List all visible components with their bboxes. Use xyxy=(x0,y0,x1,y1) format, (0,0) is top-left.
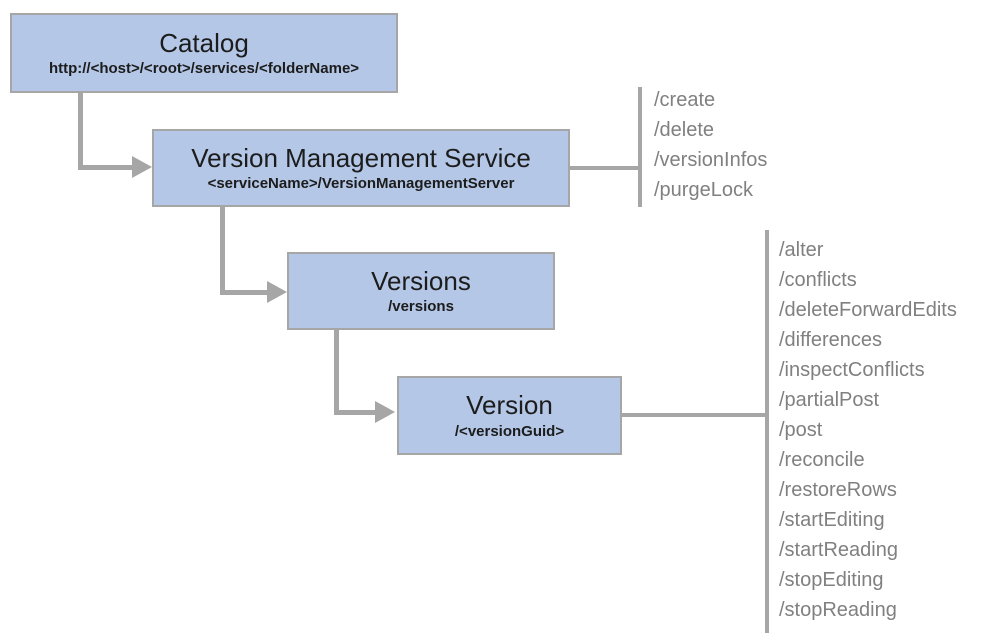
operation-label: /startEditing xyxy=(779,509,885,531)
operation-label: /inspectConflicts xyxy=(779,359,925,381)
operation-label: /partialPost xyxy=(779,389,880,411)
node-title: Versions xyxy=(371,265,471,296)
connector-catalog-to-vms-vertical xyxy=(78,92,83,170)
operation-label: /alter xyxy=(779,239,824,261)
node-version: Version /<versionGuid> xyxy=(397,376,622,455)
connector-vms-to-versions-vertical xyxy=(220,207,225,295)
operation-label: /versionInfos xyxy=(654,149,768,171)
vms-operations-rail xyxy=(638,87,642,207)
arrowhead-icon xyxy=(267,281,287,303)
node-version-management-service: Version Management Service <serviceName>… xyxy=(152,129,570,207)
operation-label: /deleteForwardEdits xyxy=(779,299,957,321)
node-title: Version Management Service xyxy=(191,142,531,173)
node-url-pattern: /<versionGuid> xyxy=(454,422,565,440)
arrowhead-icon xyxy=(132,156,152,178)
node-title: Catalog xyxy=(159,27,249,58)
connector-versions-to-version-vertical xyxy=(334,330,339,415)
connector-vms-to-versions-horizontal xyxy=(220,290,268,295)
version-operations-rail xyxy=(765,230,769,633)
operation-label: /post xyxy=(779,419,823,441)
connector-vms-to-operations xyxy=(570,166,640,170)
operation-label: /differences xyxy=(779,329,883,351)
operation-label: /stopEditing xyxy=(779,569,884,591)
node-url-pattern: <serviceName>/VersionManagementServer xyxy=(207,175,515,193)
node-catalog: Catalog http://<host>/<root>/services/<f… xyxy=(10,13,398,93)
connector-version-to-operations xyxy=(622,413,765,417)
operation-label: /purgeLock xyxy=(654,179,753,201)
connector-versions-to-version-horizontal xyxy=(334,410,376,415)
connector-catalog-to-vms-horizontal xyxy=(78,165,133,170)
operation-label: /restoreRows xyxy=(779,479,897,501)
node-versions: Versions /versions xyxy=(287,252,555,330)
operation-label: /stopReading xyxy=(779,599,897,621)
operation-label: /conflicts xyxy=(779,269,857,291)
node-title: Version xyxy=(466,390,553,421)
vms-operations-list: /create/delete/versionInfos/purgeLock xyxy=(654,85,767,205)
operation-label: /create xyxy=(654,89,716,111)
node-url-pattern: /versions xyxy=(388,298,454,316)
operation-label: /reconcile xyxy=(779,449,865,471)
operation-label: /startReading xyxy=(779,539,898,561)
version-operations-list: /alter/conflicts/deleteForwardEdits/diff… xyxy=(779,235,957,625)
arrowhead-icon xyxy=(375,401,395,423)
operation-label: /delete xyxy=(654,119,715,141)
node-url-pattern: http://<host>/<root>/services/<folderNam… xyxy=(48,60,360,78)
